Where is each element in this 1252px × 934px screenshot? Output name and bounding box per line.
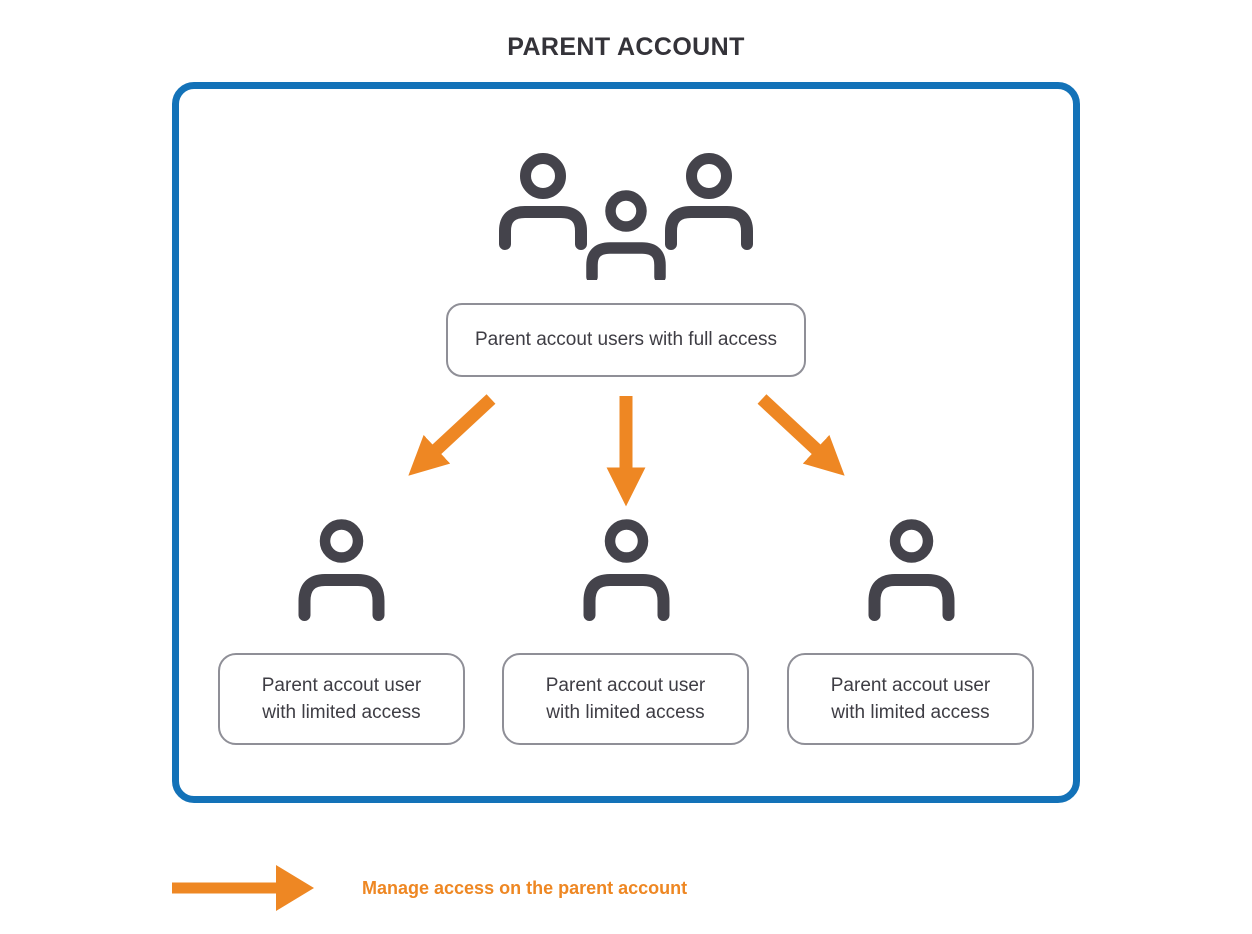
user-figure-left	[499, 153, 587, 250]
limited-access-node-label-line1: Parent accout user	[830, 675, 991, 696]
limited-access-node-label-line1: Parent accout user	[261, 675, 422, 696]
limited-access-node-label-line2: with limited access	[546, 702, 705, 723]
limited-access-node-label-line2: with limited access	[831, 702, 990, 723]
user-icon	[298, 519, 385, 621]
limited-access-node-label-line1: Parent accout user	[545, 675, 706, 696]
legend: Manage access on the parent account	[172, 862, 687, 914]
full-access-node: Parent accout users with full access	[446, 303, 806, 377]
user-figure-middle	[586, 190, 666, 280]
limited-access-node-label-line2: with limited access	[262, 702, 421, 723]
limited-access-node: Parent accout user with limited access	[787, 653, 1034, 745]
manage-access-arrow-icon	[172, 865, 314, 911]
legend-label: Manage access on the parent account	[362, 877, 688, 898]
users-group-icon	[499, 153, 753, 280]
page-title: PARENT ACCOUNT	[507, 33, 745, 61]
user-icon	[583, 519, 670, 621]
user-icon	[868, 519, 955, 621]
user-figure-right	[665, 153, 753, 250]
limited-access-node: Parent accout user with limited access	[502, 653, 749, 745]
limited-access-node: Parent accout user with limited access	[218, 653, 465, 745]
